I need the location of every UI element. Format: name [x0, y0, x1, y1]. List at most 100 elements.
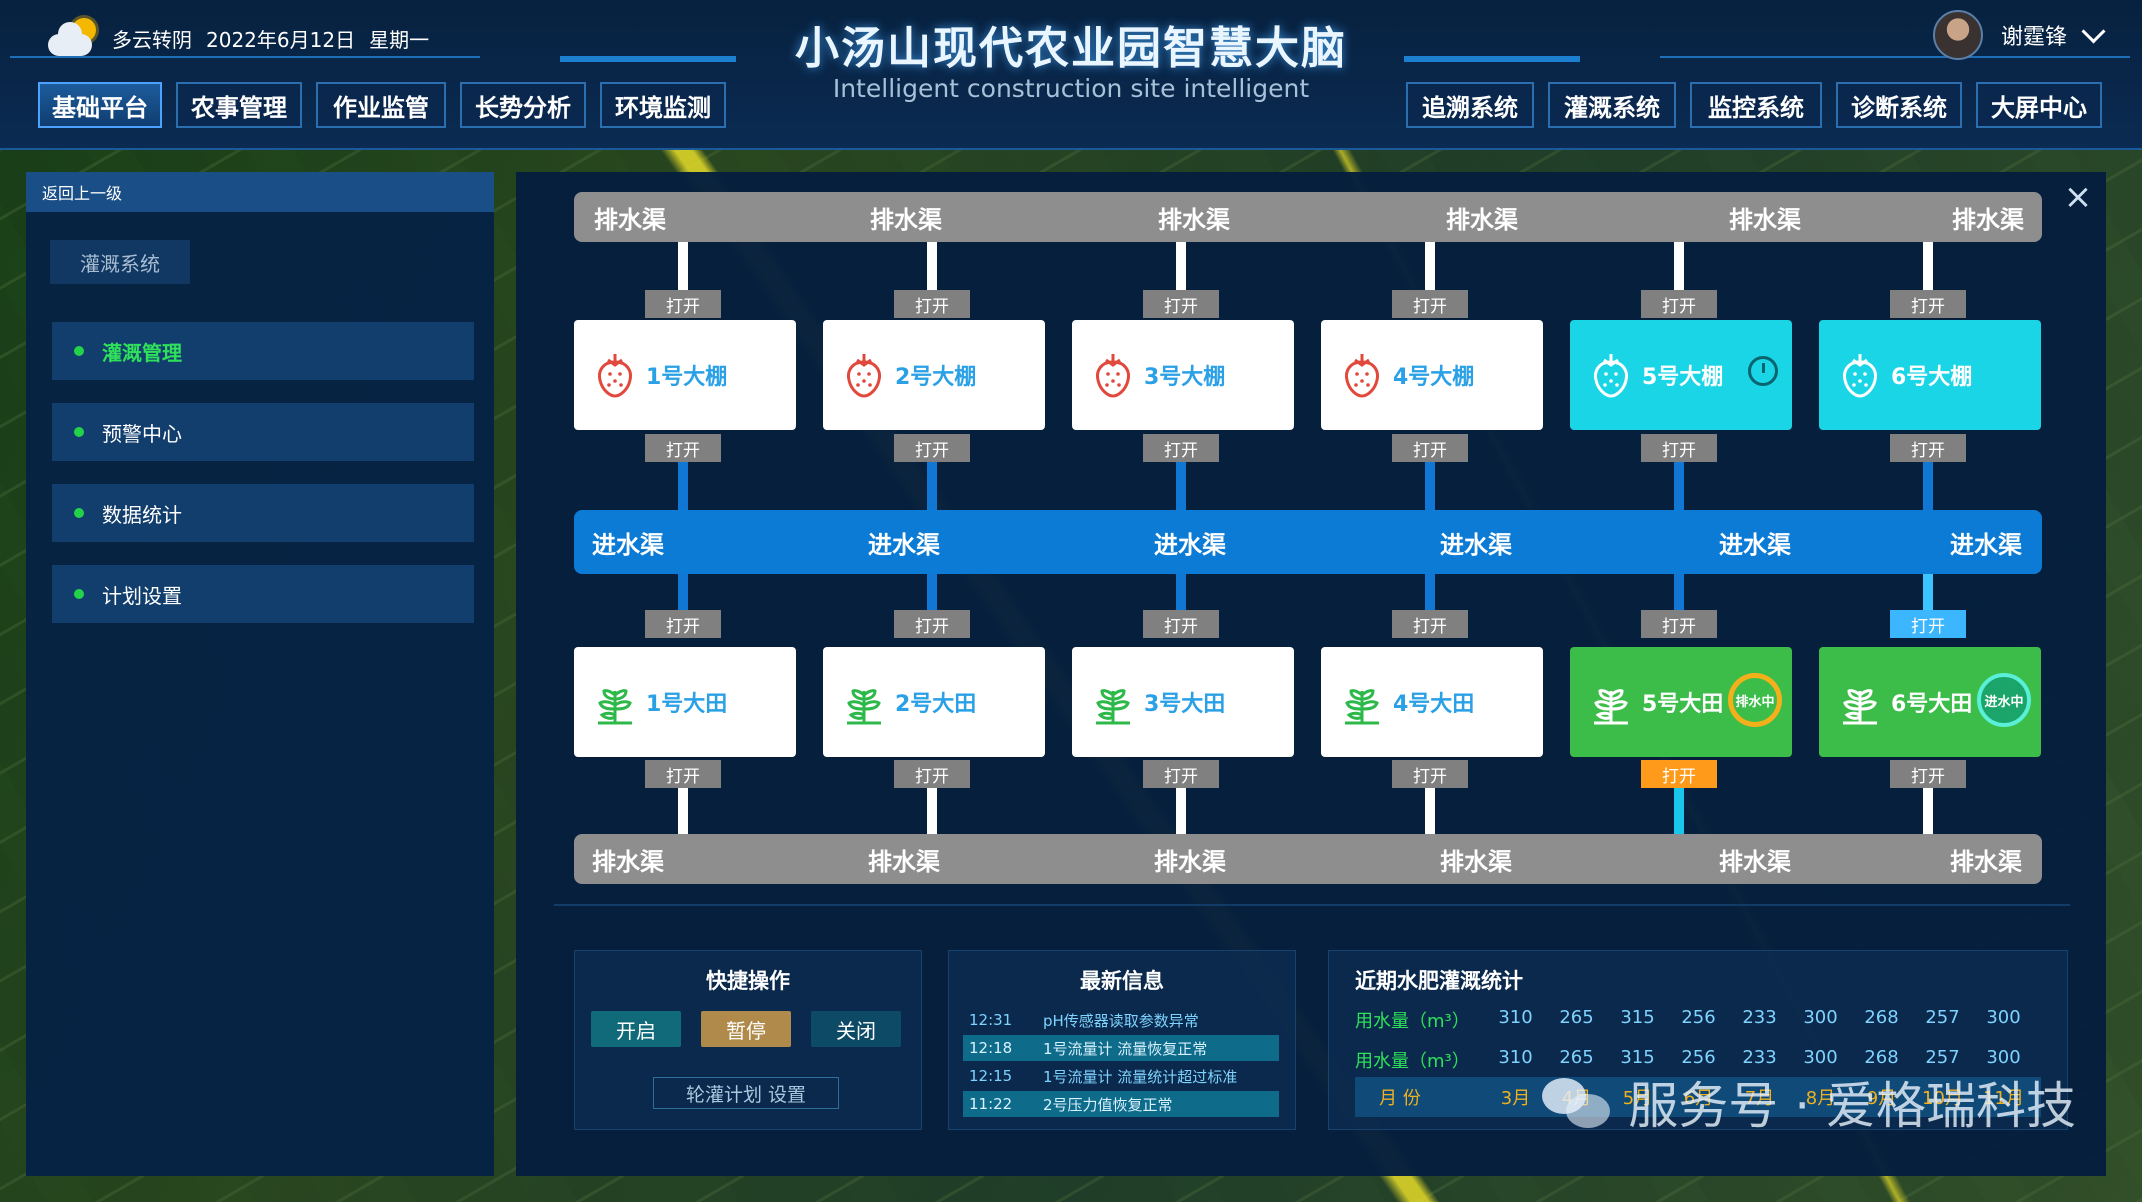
valve-button[interactable]: 打开	[894, 760, 970, 788]
valve-button[interactable]: 打开	[645, 610, 721, 638]
field-label: 4号大田	[1393, 692, 1475, 717]
rotation-plan-settings-button[interactable]: 轮灌计划 设置	[653, 1077, 839, 1109]
nav-irrigation[interactable]: 灌溉系统	[1548, 82, 1676, 128]
greenhouse-card-3[interactable]: 3号大棚	[1072, 320, 1294, 430]
valve-button[interactable]: 打开	[894, 434, 970, 462]
field-label: 5号大田	[1642, 692, 1724, 717]
table-row: 用水量（m³） 310 265 315 256 233 300 268 257 …	[1355, 1047, 2034, 1073]
user-menu[interactable]: 谢霆锋	[1932, 10, 2106, 60]
valve-button[interactable]: 打开	[1143, 610, 1219, 638]
valve-button[interactable]: 打开	[1143, 434, 1219, 462]
field-card-5[interactable]: 5号大田 排水中	[1570, 647, 1792, 757]
table-cell: 310	[1498, 1007, 1533, 1028]
valve-button[interactable]: 打开	[645, 760, 721, 788]
canal-label: 排水渠	[1729, 205, 1801, 234]
field-card-2[interactable]: 2号大田	[823, 647, 1045, 757]
nav-environment-monitoring[interactable]: 环境监测	[600, 82, 726, 128]
quick-ops-panel: 快捷操作 开启 暂停 关闭 轮灌计划 设置	[574, 950, 922, 1130]
field-card-3[interactable]: 3号大田	[1072, 647, 1294, 757]
nav-diagnosis[interactable]: 诊断系统	[1836, 82, 1962, 128]
valve-button[interactable]: 打开	[1392, 434, 1468, 462]
valve-button[interactable]: 打开	[1143, 290, 1219, 318]
valve-button[interactable]: 打开	[645, 290, 721, 318]
valve-button[interactable]: 打开	[645, 434, 721, 462]
avatar[interactable]	[1932, 10, 1983, 60]
valve-button[interactable]: 打开	[1890, 760, 1966, 788]
message-text: pH传感器读取参数异常	[1043, 1011, 1199, 1030]
date-text: 2022年6月12日	[206, 27, 356, 52]
nav-traceability[interactable]: 追溯系统	[1406, 82, 1534, 128]
canal-label: 进水渠	[1154, 530, 1226, 559]
status-dot-icon	[74, 589, 84, 599]
message-time: 11:22	[969, 1095, 1013, 1113]
strawberry-icon	[847, 354, 881, 398]
canal-label: 进水渠	[1950, 530, 2022, 559]
valve-button[interactable]: 打开	[1143, 760, 1219, 788]
table-cell: 257	[1925, 1047, 1960, 1068]
timer-icon	[1748, 356, 1778, 386]
table-cell: 315	[1620, 1047, 1655, 1068]
close-icon[interactable]: ×	[2063, 177, 2093, 217]
strawberry-icon	[1843, 354, 1877, 398]
chevron-down-icon[interactable]	[2081, 18, 2106, 44]
user-name: 谢霆锋	[2000, 25, 2067, 50]
greenhouse-card-2[interactable]: 2号大棚	[823, 320, 1045, 430]
table-cell: 8月	[1805, 1088, 1836, 1109]
close-button[interactable]: 关闭	[811, 1011, 901, 1047]
valve-button[interactable]: 打开	[1392, 290, 1468, 318]
irrigation-panel: × 排水渠 排水渠 排水渠 排水渠 排水渠 排水渠 进水渠 进水渠 进水渠 进水…	[516, 172, 2106, 1176]
valve-button[interactable]: 打开	[1641, 434, 1717, 462]
weather-text: 多云转阴	[112, 27, 192, 52]
status-badge: 排水中	[1728, 673, 1782, 727]
sidebar-item-plan-settings[interactable]: 计划设置	[52, 565, 474, 623]
valve-button[interactable]: 打开	[1890, 290, 1966, 318]
table-row: 用水量（m³） 310 265 315 256 233 300 268 257 …	[1355, 1007, 2034, 1033]
nav-growth-analysis[interactable]: 长势分析	[460, 82, 586, 128]
valve-button[interactable]: 打开	[1641, 760, 1717, 788]
nav-basic-platform[interactable]: 基础平台	[38, 82, 162, 128]
start-button[interactable]: 开启	[591, 1011, 681, 1047]
nav-work-supervision[interactable]: 作业监管	[316, 82, 446, 128]
sidebar-item-irrigation-management[interactable]: 灌溉管理	[52, 322, 474, 380]
pause-button[interactable]: 暂停	[701, 1011, 791, 1047]
bottom-drain-canal: 排水渠 排水渠 排水渠 排水渠 排水渠 排水渠	[574, 834, 2042, 884]
back-link[interactable]: 返回上一级	[26, 172, 494, 212]
greenhouse-card-4[interactable]: 4号大棚	[1321, 320, 1543, 430]
field-card-1[interactable]: 1号大田	[574, 647, 796, 757]
sidebar-item-label: 数据统计	[102, 502, 182, 527]
field-card-6[interactable]: 6号大田 进水中	[1819, 647, 2041, 757]
strawberry-icon	[1345, 354, 1379, 398]
greenhouse-card-5[interactable]: 5号大棚	[1570, 320, 1792, 430]
valve-button[interactable]: 打开	[894, 290, 970, 318]
valve-button[interactable]: 打开	[1392, 610, 1468, 638]
sidebar-item-warning-center[interactable]: 预警中心	[52, 403, 474, 461]
nav-farm-management[interactable]: 农事管理	[176, 82, 302, 128]
system-label: 灌溉系统	[50, 240, 190, 284]
valve-button[interactable]: 打开	[1890, 434, 1966, 462]
table-cell: 5月	[1622, 1088, 1653, 1109]
greenhouse-card-6[interactable]: 6号大棚	[1819, 320, 2041, 430]
valve-button[interactable]: 打开	[894, 610, 970, 638]
table-cell: 300	[1803, 1007, 1838, 1028]
valve-button[interactable]: 打开	[1641, 290, 1717, 318]
nav-monitoring[interactable]: 监控系统	[1690, 82, 1822, 128]
sidebar-item-statistics[interactable]: 数据统计	[52, 484, 474, 542]
valve-button[interactable]: 打开	[1641, 610, 1717, 638]
valve-button[interactable]: 打开	[1392, 760, 1468, 788]
canal-label: 排水渠	[1440, 847, 1512, 876]
list-item[interactable]: 11:22 2号压力值恢复正常	[963, 1091, 1279, 1117]
sidebar-item-label: 灌溉管理	[102, 340, 182, 365]
field-card-4[interactable]: 4号大田	[1321, 647, 1543, 757]
canal-label: 排水渠	[594, 205, 666, 234]
nav-big-screen[interactable]: 大屏中心	[1976, 82, 2102, 128]
greenhouse-label: 5号大棚	[1642, 365, 1724, 390]
message-text: 2号压力值恢复正常	[1043, 1095, 1173, 1114]
row-label: 用水量（m³）	[1355, 1051, 1470, 1072]
greenhouse-card-1[interactable]: 1号大棚	[574, 320, 796, 430]
panel-title: 最新信息	[1080, 969, 1164, 993]
field-label: 6号大田	[1891, 692, 1973, 717]
valve-button[interactable]: 打开	[1890, 610, 1966, 638]
